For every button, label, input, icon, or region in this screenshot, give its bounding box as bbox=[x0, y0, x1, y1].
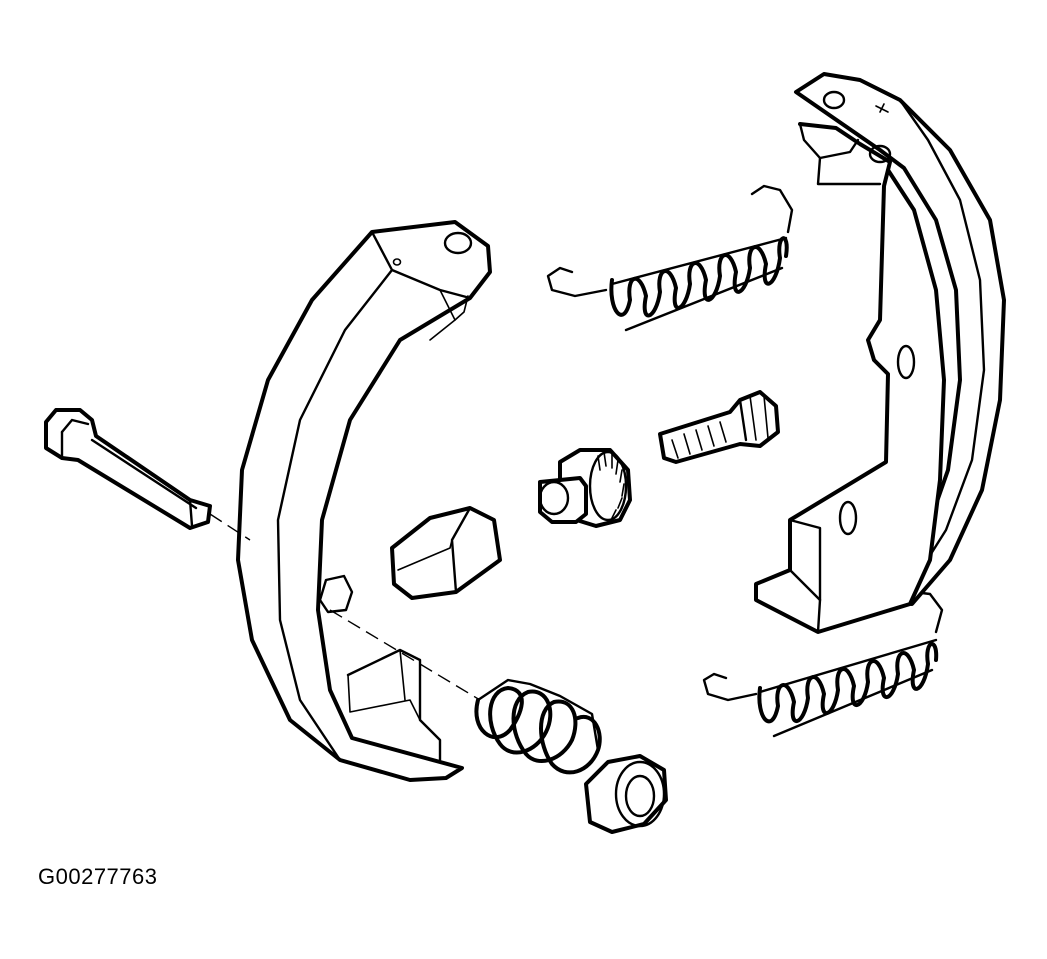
pin-axis-line bbox=[209, 513, 251, 541]
right-brake-shoe bbox=[754, 72, 1006, 634]
figure-id-label: G00277763 bbox=[38, 864, 158, 889]
bushing-washer bbox=[584, 754, 668, 834]
adjuster-coil-spring bbox=[474, 678, 602, 775]
upper-return-spring bbox=[546, 184, 794, 332]
spring-axis-line bbox=[329, 609, 481, 701]
left-brake-shoe bbox=[236, 220, 492, 782]
shoe-retaining-pin bbox=[44, 408, 212, 530]
adjuster-cap bbox=[390, 506, 502, 600]
lower-return-spring bbox=[702, 590, 944, 738]
adjuster-nut bbox=[538, 448, 632, 528]
adjuster-screw bbox=[658, 390, 780, 464]
